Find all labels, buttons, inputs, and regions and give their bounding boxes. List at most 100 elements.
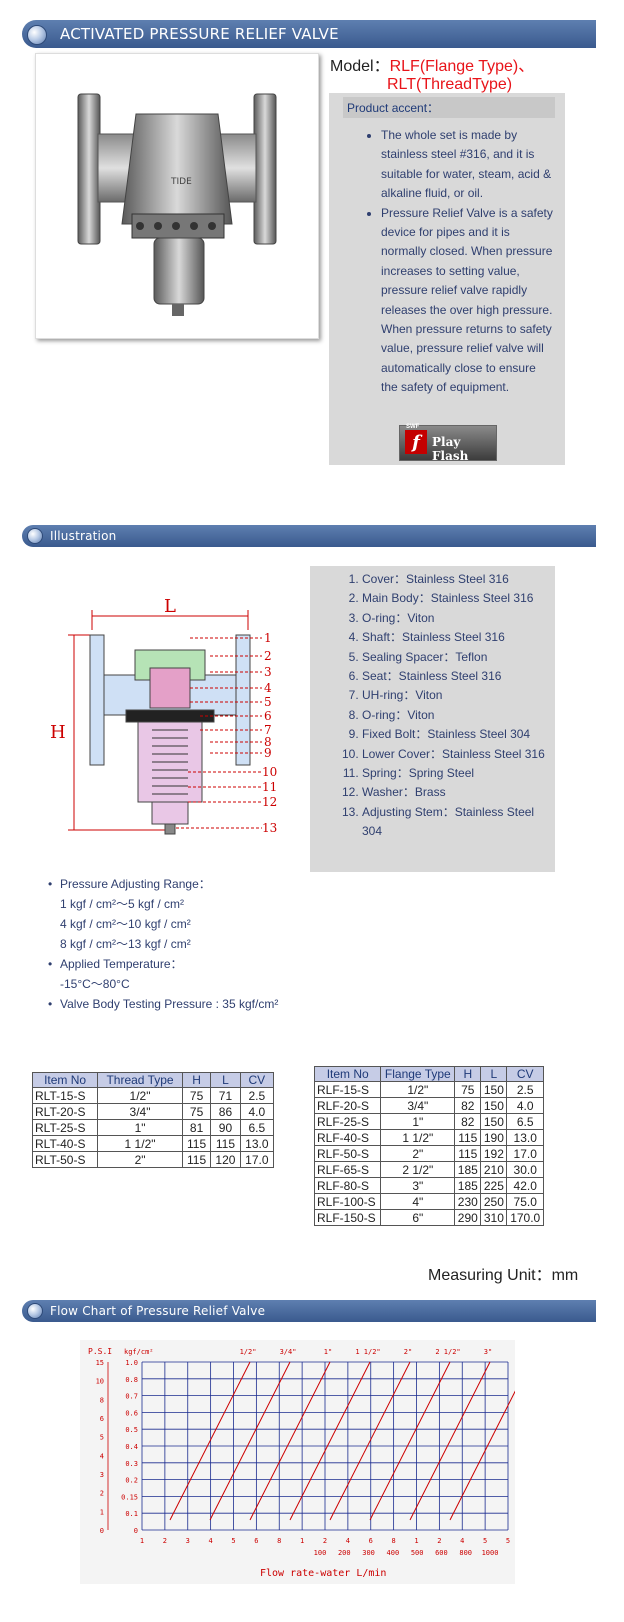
table-cell: 2 1/2": [380, 1161, 456, 1178]
spec-temp-value: -15°C～80°C: [60, 977, 130, 991]
column-header: CV: [239, 1072, 275, 1088]
x-tick-label: 6: [369, 1537, 373, 1545]
column-header: Flange Type: [380, 1066, 456, 1082]
table-cell: 1": [380, 1113, 456, 1130]
table-cell: 13.0: [239, 1135, 275, 1152]
size-label: 1 1/2": [355, 1348, 380, 1356]
flash-icon: f: [405, 430, 427, 454]
size-label: 1/2": [240, 1348, 257, 1356]
kgf-tick-label: 0.3: [125, 1460, 138, 1468]
kgf-tick-label: 0.1: [125, 1510, 138, 1518]
section-header-product: ACTIVATED PRESSURE RELIEF VALVE: [22, 20, 596, 48]
size-label: 2 1/2": [435, 1348, 460, 1356]
table-cell: 1 1/2": [380, 1129, 456, 1146]
table-cell: 185: [454, 1177, 482, 1194]
part-item: Spring：Spring Steel: [362, 764, 547, 783]
model-label: Model：: [330, 58, 390, 75]
kgf-tick-label: 0.15: [121, 1493, 138, 1501]
callout-1: 1: [264, 631, 272, 645]
play-flash-button[interactable]: f SWF Play Flash: [399, 424, 497, 463]
flow-chart-drawing: P.S.I kgf/cm² Flow rate-water L/min 1.00…: [88, 1347, 532, 1579]
table-cell: RLT-40-S: [31, 1135, 99, 1152]
table-cell: 4.0: [239, 1103, 275, 1120]
table-cell: 120: [210, 1151, 241, 1168]
table-cell: 13.0: [506, 1129, 544, 1146]
flow-curve: [169, 1361, 251, 1521]
product-photo: TIDE: [35, 53, 319, 339]
flow-curve: [249, 1361, 331, 1521]
flash-f-glyph: f: [412, 432, 420, 453]
part-item: UH-ring：Viton: [362, 686, 547, 705]
flow-curve: [289, 1361, 371, 1521]
part-item: Seat：Stainless Steel 316: [362, 667, 547, 686]
table-cell: 2.5: [506, 1081, 544, 1098]
callout-8: 8: [264, 735, 272, 749]
callout-12: 12: [262, 795, 277, 809]
psi-tick-label: 8: [100, 1396, 104, 1404]
part-item: Washer：Brass: [362, 783, 547, 802]
table-cell: RLF-65-S: [313, 1161, 382, 1178]
section-header-flow-chart: Flow Chart of Pressure Relief Valve: [22, 1300, 596, 1322]
callout-6: 6: [264, 709, 272, 723]
callout-11: 11: [262, 780, 277, 794]
kgf-axis-label: kgf/cm²: [124, 1348, 154, 1356]
part-item: O-ring：Viton: [362, 609, 547, 628]
psi-tick-label: 15: [96, 1359, 104, 1367]
part-item: Main Body：Stainless Steel 316: [362, 589, 547, 608]
callout-5: 5: [264, 695, 272, 709]
x-tick-label: 6: [254, 1537, 258, 1545]
x-tick-label-row2: 1000: [482, 1549, 499, 1557]
table-cell: RLF-80-S: [313, 1177, 382, 1194]
table-cell: 170.0: [506, 1209, 544, 1226]
psi-tick-label: 5: [100, 1434, 104, 1442]
table-cell: 210: [480, 1161, 508, 1178]
spec-list: Pressure Adjusting Range： 1 kgf / cm²～5 …: [48, 874, 348, 1014]
x-tick-label: 8: [392, 1537, 396, 1545]
table-cell: 150: [480, 1081, 508, 1098]
flow-curve: [329, 1361, 411, 1521]
x-tick-label: 5: [483, 1537, 487, 1545]
column-header: Thread Type: [97, 1072, 183, 1088]
flow-curve: [209, 1361, 291, 1521]
table-cell: 185: [454, 1161, 482, 1178]
product-accent-title: Product accent：: [343, 97, 555, 118]
table-cell: 290: [454, 1209, 482, 1226]
table-cell: 115: [454, 1145, 482, 1162]
part-item: Fixed Bolt：Stainless Steel 304: [362, 725, 547, 744]
x-tick-label-row2: 300: [362, 1549, 375, 1557]
table-cell: 30.0: [506, 1161, 544, 1178]
flow-xlabel: Flow rate-water L/min: [260, 1568, 386, 1579]
kgf-tick-label: 0.4: [125, 1443, 138, 1451]
table-cell: 1": [97, 1119, 183, 1136]
table-cell: 225: [480, 1177, 508, 1194]
table-cell: 1/2": [97, 1087, 183, 1104]
table-cell: 75.0: [506, 1193, 544, 1210]
x-tick-label: 8: [277, 1537, 281, 1545]
callout-13: 13: [262, 821, 277, 835]
x-tick-label: 1: [300, 1537, 304, 1545]
accent-item: Pressure Relief Valve is a safety device…: [381, 204, 553, 398]
play-flash-label: Play Flash: [432, 435, 469, 463]
spec-range-value: 1 kgf / cm²～5 kgf / cm²: [60, 897, 185, 911]
x-tick-label: 2: [163, 1537, 167, 1545]
psi-tick-label: 3: [100, 1471, 104, 1479]
table-cell: RLF-20-S: [313, 1097, 382, 1114]
section-header-illustration: Illustration: [22, 525, 596, 547]
table-cell: RLF-15-S: [313, 1081, 382, 1098]
table-cell: RLF-50-S: [313, 1145, 382, 1162]
table-cell: 4": [380, 1193, 456, 1210]
psi-tick-label: 4: [100, 1452, 104, 1460]
table-cell: 250: [480, 1193, 508, 1210]
table-cell: RLF-150-S: [313, 1209, 382, 1226]
table-cell: 190: [480, 1129, 508, 1146]
table-cell: 6.5: [506, 1113, 544, 1130]
x-tick-label: 2: [323, 1537, 327, 1545]
column-header: H: [454, 1066, 482, 1082]
table-cell: 2": [97, 1151, 183, 1168]
size-label: 3/4": [280, 1348, 297, 1356]
